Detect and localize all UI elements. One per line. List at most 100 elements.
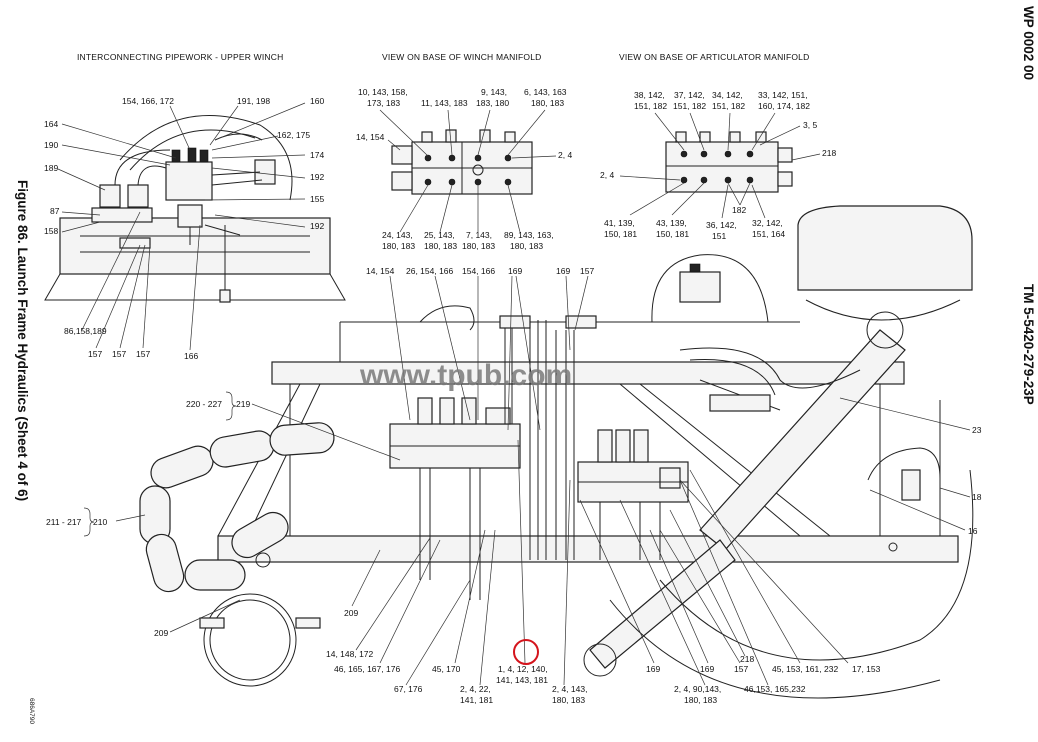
callout: 151, 182 [712,101,745,111]
callout: 16 [968,526,978,536]
callout: 173, 183 [367,98,400,108]
callout: 86,158,189 [64,326,107,336]
callout: 180, 183 [531,98,564,108]
callout: 180, 183 [510,241,543,251]
callout: 210 [93,517,107,527]
callout: 1, 4, 12, 140, [498,664,548,674]
callout: 151, 164 [752,229,785,239]
callout: 189 [44,163,58,173]
callout: 17, 153 [852,664,881,674]
callout: 220 - 227 [186,399,222,409]
callout: 169 [700,664,714,674]
callout: 141, 181 [460,695,493,705]
callout: 151 [712,231,726,241]
callout: 67, 176 [394,684,423,694]
callout: 157 [136,349,150,359]
callout: 169 [556,266,570,276]
callout: 219 [236,399,250,409]
callout: 155 [310,194,324,204]
callout: 183, 180 [476,98,509,108]
callout: 7, 143, [466,230,492,240]
callout: 45, 170 [432,664,461,674]
callout: 10, 143, 158, [358,87,408,97]
callout: 46, 165, 167, 176 [334,664,400,674]
callout: 169 [646,664,660,674]
callout: 154, 166 [462,266,495,276]
callout: 164 [44,119,58,129]
callout: 14, 154 [356,132,385,142]
callout: 34, 142, [712,90,743,100]
launch-frame-assembly [139,205,974,699]
callout: 18 [972,492,982,502]
callout: 218 [740,654,754,664]
callout: 36, 142, [706,220,737,230]
callout: 180, 183 [462,241,495,251]
callout: 3, 5 [803,120,817,130]
callout: 2, 4, 90,143, [674,684,721,694]
callout: 151, 182 [634,101,667,111]
callout: 180, 183 [552,695,585,705]
tm-number: TM 5-5420-279-23P [1021,284,1036,405]
callout: 192 [310,172,324,182]
callout: 33, 142, 151, [758,90,808,100]
callout: 45, 153, 161, 232 [772,664,838,674]
callout: 26, 154, 166 [406,266,454,276]
callout: 160 [310,96,324,106]
callout: 37, 142, [674,90,705,100]
callout: 209 [344,608,358,618]
drawing-number: 686A790 [28,698,35,724]
wp-number: WP 0002 00 [1021,6,1036,80]
callout: 154, 166, 172 [122,96,174,106]
callout: 157 [88,349,102,359]
callout: 211 - 217 [46,517,82,527]
callout: 174 [310,150,324,160]
callout: 157 [734,664,748,674]
callout: 24, 143, [382,230,413,240]
view-title-winch-manifold: VIEW ON BASE OF WINCH MANIFOLD [382,52,541,62]
view-title-articulator-manifold: VIEW ON BASE OF ARTICULATOR MANIFOLD [619,52,809,62]
callout: 2, 4, 143, [552,684,587,694]
callout: 41, 139, [604,218,635,228]
callout: 151, 182 [673,101,706,111]
callout: 141, 143, 181 [496,675,548,685]
callout: 32, 142, [752,218,783,228]
callout: 157 [580,266,594,276]
callout: 166 [184,351,198,361]
callout: 209 [154,628,168,638]
callout: 46,153, 165,232 [744,684,806,694]
callout: 23 [972,425,982,435]
articulator-manifold [619,112,821,219]
callout: 150, 181 [604,229,637,239]
view-title-upper-winch: INTERCONNECTING PIPEWORK - UPPER WINCH [77,52,283,62]
upper-winch-assembly [44,102,346,351]
callout: 87 [50,206,60,216]
callout: 14, 148, 172 [326,649,374,659]
callout: 6, 143, 163 [524,87,567,97]
callout: 11, 143, 183 [421,98,468,108]
callout: 162, 175 [277,130,310,140]
leader-lines [115,275,971,686]
callout: 150, 181 [656,229,689,239]
winch-manifold [379,109,557,233]
callout: 25, 143, [424,230,455,240]
callout: 180, 183 [382,241,415,251]
callout: 160, 174, 182 [758,101,810,111]
highlight-circle [513,639,539,665]
figure-title: Figure 86. Launch Frame Hydraulics (Shee… [15,180,30,501]
callout: 157 [112,349,126,359]
callout: 180, 183 [684,695,717,705]
callout: 158 [44,226,58,236]
callout: 2, 4 [600,170,614,180]
callout: 169 [508,266,522,276]
callout: 38, 142, [634,90,665,100]
callout: 191, 198 [237,96,270,106]
callout: 218 [822,148,836,158]
callout: 2, 4 [558,150,572,160]
drag-chain [139,422,335,593]
callout: 14, 154 [366,266,395,276]
callout: 89, 143, 163, [504,230,554,240]
callout: 180, 183 [424,241,457,251]
callout: 43, 139, [656,218,687,228]
